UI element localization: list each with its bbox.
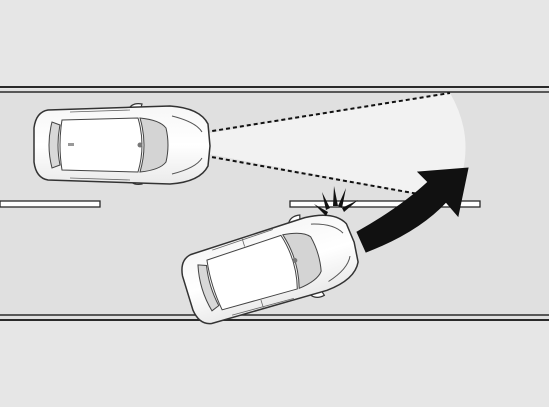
- target-car-icon: [181, 214, 359, 325]
- road-edge-bottom: [0, 314, 549, 321]
- road-edge-top: [0, 86, 549, 93]
- host-car-icon: [33, 103, 211, 185]
- warning-burst-icon: [314, 186, 358, 216]
- lane-divider-right: [289, 200, 481, 208]
- curved-arrow-icon: [356, 167, 469, 253]
- sensor-zone: [150, 93, 466, 200]
- lane-divider-left: [0, 200, 101, 208]
